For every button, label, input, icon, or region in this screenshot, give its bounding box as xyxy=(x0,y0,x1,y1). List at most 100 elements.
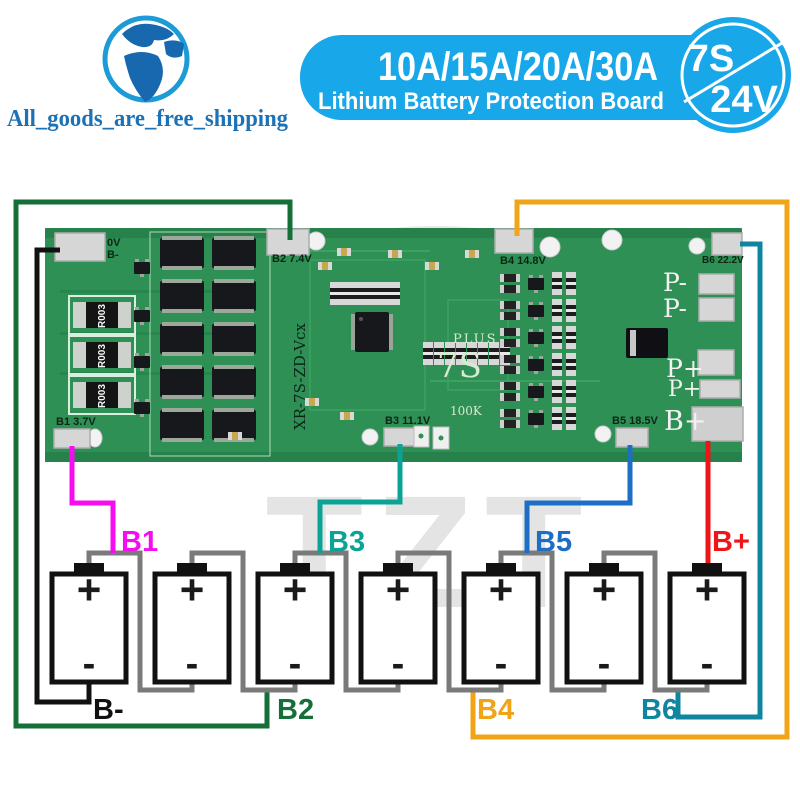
interconnect-wire xyxy=(601,550,710,693)
badge-series: 7S xyxy=(688,38,734,80)
battery-plus-label: + xyxy=(283,566,308,613)
battery-plus-label: + xyxy=(592,566,617,613)
b3-wire xyxy=(317,444,403,553)
silk-b4: B4 14.8V xyxy=(500,255,547,267)
battery-plus-label: + xyxy=(695,566,720,613)
label-b5: B5 xyxy=(535,526,572,558)
diode xyxy=(626,328,668,358)
pad-b5 xyxy=(615,427,649,448)
pcb-components xyxy=(68,236,668,450)
battery-minus-label: - xyxy=(186,643,199,685)
b-minus-wire xyxy=(34,247,92,705)
battery-cell: + - xyxy=(564,563,644,685)
mounting-hole xyxy=(601,229,623,251)
battery-minus-label: - xyxy=(598,643,611,685)
banner-title: 10A/15A/20A/30A xyxy=(378,45,658,89)
battery-minus-label: - xyxy=(392,643,405,685)
mosfet xyxy=(212,279,256,313)
mosfet xyxy=(212,322,256,356)
badge-divider xyxy=(683,38,788,104)
pad-p-plus-2 xyxy=(699,379,741,399)
battery-terminal xyxy=(383,563,413,575)
b4-wire xyxy=(470,199,790,740)
silk-b5: B5 18.5V xyxy=(612,415,659,427)
mosfet xyxy=(212,236,256,270)
battery-cell: + - xyxy=(255,563,335,685)
interconnect-wire xyxy=(86,550,195,693)
battery-terminal xyxy=(177,563,207,575)
b6-wire xyxy=(675,241,763,720)
silk-100k: 100K xyxy=(450,404,483,418)
b5-wire xyxy=(524,445,633,553)
battery-terminal xyxy=(280,563,310,575)
silk-p-minus-1: P- xyxy=(663,268,687,297)
battery-plus-label: + xyxy=(180,566,205,613)
pad-b4 xyxy=(494,228,534,254)
spec-badge: 7S 24V xyxy=(675,17,791,133)
silk-p-plus-1: P+ xyxy=(666,354,704,383)
battery-cell: + - xyxy=(49,563,129,685)
wiring xyxy=(13,199,790,740)
battery-terminal xyxy=(74,563,104,575)
mounting-hole xyxy=(539,236,561,258)
silk-plus: PLUS xyxy=(453,332,498,347)
banner-subtitle: Lithium Battery Protection Board xyxy=(318,88,664,115)
battery-terminal xyxy=(589,563,619,575)
silk-b-minus: B- xyxy=(107,249,119,261)
wire-labels: B1 B3 B5 B+ B- B2 B4 B6 xyxy=(93,526,750,726)
b2-wire xyxy=(13,199,293,729)
battery-minus-label: - xyxy=(701,643,714,685)
interconnect-wire xyxy=(189,550,298,693)
battery-minus-label: - xyxy=(495,643,508,685)
silk-p-plus-2: P+ xyxy=(668,377,701,402)
mounting-hole xyxy=(361,428,379,446)
battery-cell: + - xyxy=(667,563,747,685)
label-b2: B2 xyxy=(277,694,314,726)
pad-p-plus-1 xyxy=(697,349,735,376)
logo-caption: All_goods_are_free_shipping xyxy=(7,106,288,132)
label-b1: B1 xyxy=(121,526,158,558)
battery-cell: + - xyxy=(358,563,438,685)
battery-terminal xyxy=(692,563,722,575)
banner xyxy=(300,35,752,120)
pad-p-minus-2 xyxy=(698,297,735,322)
battery-plus-label: + xyxy=(386,566,411,613)
ic-chip xyxy=(355,312,389,352)
pcb-board: 0V B- B2 7.4V B4 14.8V B6 22.2V B1 3.7V … xyxy=(45,228,744,462)
silk-b-plus: B+ xyxy=(664,406,706,437)
battery-plus-label: + xyxy=(489,566,514,613)
pad-p-minus-1 xyxy=(698,273,735,295)
battery-pack: + - + - + - + - + - xyxy=(49,563,747,685)
interconnect-wire xyxy=(292,550,401,693)
mosfet xyxy=(160,365,204,399)
battery-minus-label: - xyxy=(289,643,302,685)
silk-p-minus-2: P- xyxy=(663,294,687,323)
battery-cell: + - xyxy=(152,563,232,685)
silk-b3: B3 11.1V xyxy=(385,415,431,427)
battery-cell: + - xyxy=(461,563,541,685)
pad-b3 xyxy=(383,427,419,447)
label-b6: B6 xyxy=(641,694,678,726)
battery-terminal xyxy=(486,563,516,575)
battery-minus-label: - xyxy=(83,643,96,685)
b1-wire xyxy=(69,446,116,553)
label-b3: B3 xyxy=(328,526,365,558)
silk-7s: 7S xyxy=(437,346,482,386)
pad-b-minus xyxy=(54,232,106,262)
label-b4: B4 xyxy=(477,694,514,726)
pad-b6 xyxy=(711,232,743,256)
silk-b6: B6 22.2V xyxy=(702,255,744,266)
battery-plus-label: + xyxy=(77,566,102,613)
mosfet xyxy=(160,322,204,356)
mounting-hole xyxy=(594,425,612,443)
silk-b1: B1 3.7V xyxy=(56,416,96,428)
pad-b-plus xyxy=(691,406,744,442)
badge-voltage: 24V xyxy=(710,79,778,121)
interconnect-wire xyxy=(395,550,504,693)
mosfet xyxy=(160,279,204,313)
silk-model: XR-7S-ZD-Vcx xyxy=(291,323,309,430)
silk-b2: B2 7.4V xyxy=(272,253,312,265)
label-b-plus: B+ xyxy=(712,526,750,558)
